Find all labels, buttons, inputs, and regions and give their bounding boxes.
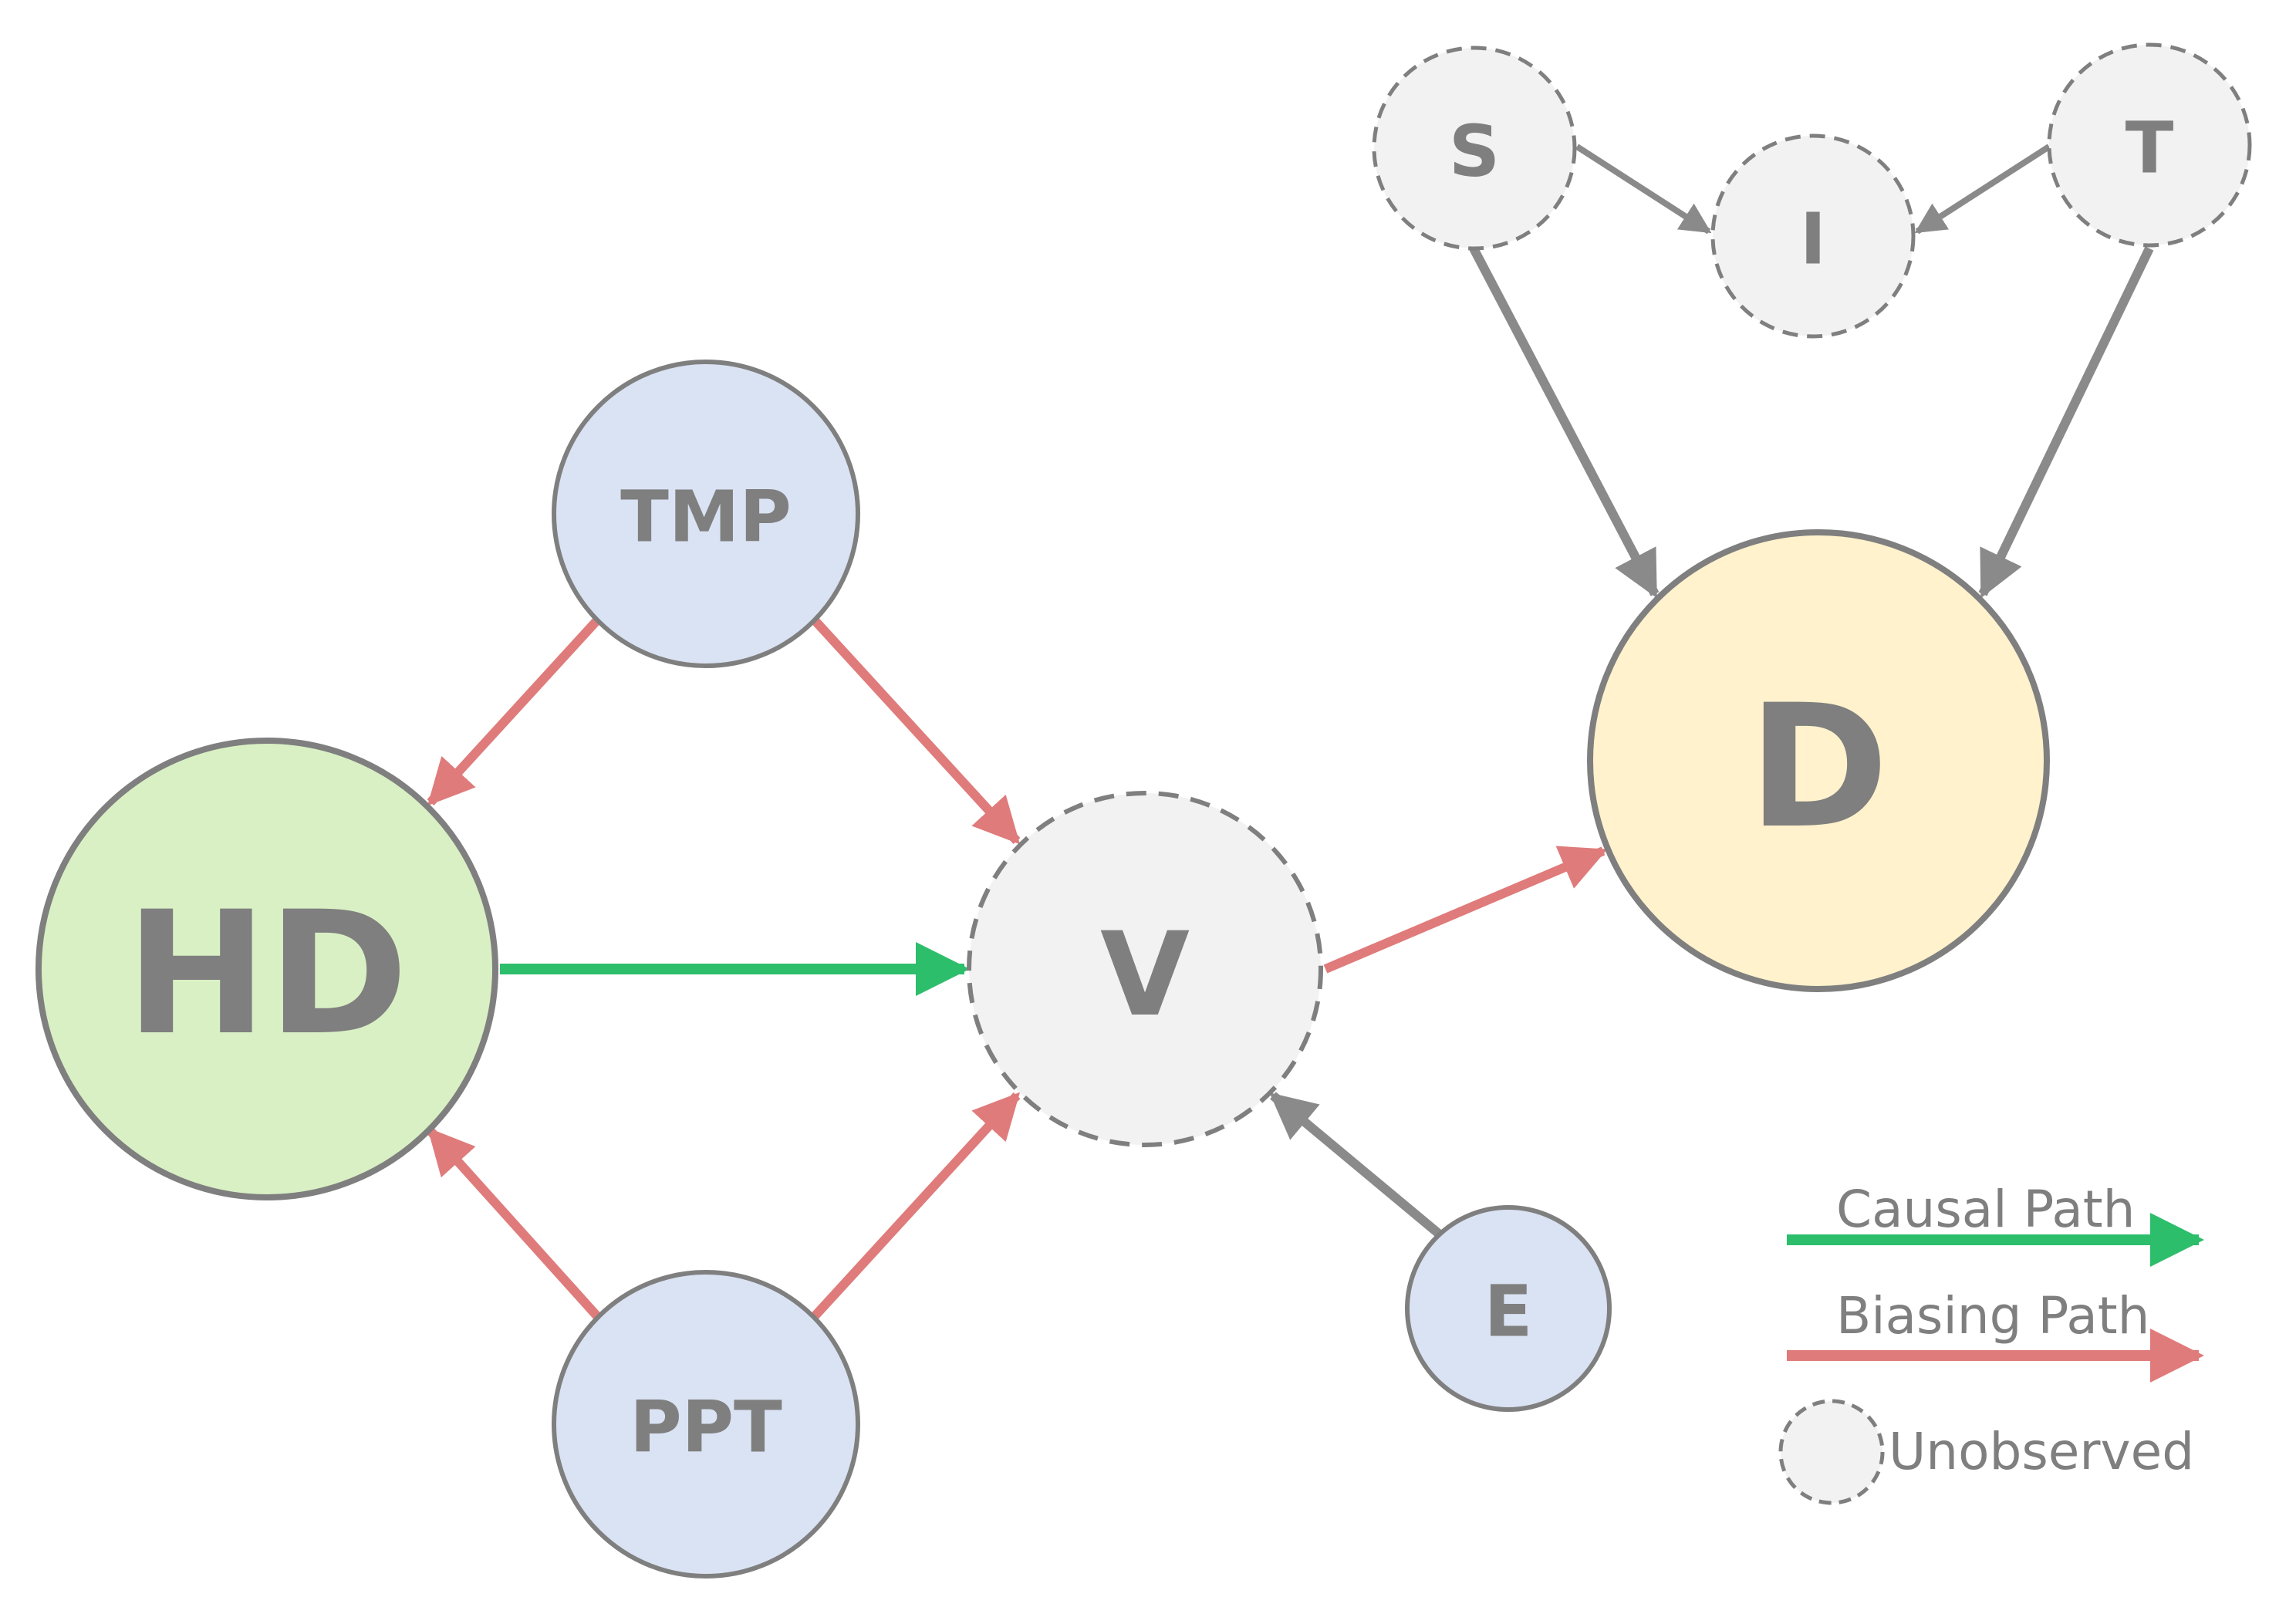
legend-unobserved-swatch [1778,1399,1885,1505]
edge-e-to-v [1269,1092,1443,1238]
node-tmp: TMP [552,360,860,668]
node-ppt: PPT [552,1270,860,1579]
node-hd: HD [35,738,498,1200]
nodes-layer: HD TMP PPT V E D S I [35,42,2252,1579]
node-t: T [2047,42,2252,248]
edge-t-to-i [1914,144,2051,235]
node-d-label: D [1748,668,1889,866]
legend-unobserved-label: Unobserved [1889,1422,2194,1481]
edge-v-to-d [1323,846,1608,974]
edge-ppt-to-v [811,1092,1021,1320]
node-ppt-label: PPT [630,1386,782,1469]
edge-ppt-to-hd [427,1127,601,1320]
node-t-label: T [2125,107,2174,190]
edge-tmp-to-v [811,616,1021,845]
edge-s-to-d [1469,246,1660,599]
node-tmp-label: TMP [620,476,792,559]
edge-tmp-to-hd [427,616,601,806]
node-e-label: E [1484,1271,1533,1353]
edge-t-to-d [1978,246,2154,599]
node-hd-label: HD [126,875,409,1072]
legend-causal-label: Causal Path [1836,1180,2136,1239]
edges-layer [427,144,2154,1320]
node-e: E [1405,1205,1612,1412]
legend-biasing-label: Biasing Path [1836,1286,2149,1346]
edge-s-to-i [1575,144,1712,235]
legend: Causal Path Biasing Path Unobserved [1778,1180,2204,1505]
node-d: D [1587,529,2050,992]
node-v-label: V [1100,908,1190,1042]
node-i-label: I [1800,198,1826,281]
node-s-label: S [1449,110,1500,193]
node-v: V [967,791,1323,1147]
node-i: I [1710,133,1916,339]
node-s: S [1372,46,1577,251]
